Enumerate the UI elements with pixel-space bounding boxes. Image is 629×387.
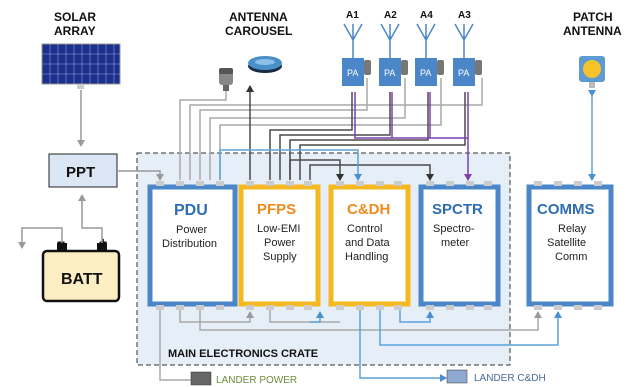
spctr-line-2: meter bbox=[441, 237, 469, 249]
battery-plus: + bbox=[99, 234, 107, 250]
battery-minus: − bbox=[57, 235, 65, 251]
battery-minus-sign: − bbox=[57, 234, 65, 250]
bottom-data-lines bbox=[310, 310, 562, 382]
pfps-title: PFPS bbox=[257, 201, 296, 218]
antenna-a3: A3 PA bbox=[453, 10, 482, 86]
cdh-line-3: Handling bbox=[345, 251, 388, 263]
antenna-a1-label: A1 bbox=[346, 10, 359, 21]
motor-icon bbox=[219, 68, 233, 91]
pa-label-a4: PA bbox=[420, 68, 431, 78]
battery-label: BATT bbox=[61, 271, 103, 288]
antenna-array: A1 PA A2 PA A4 PA A3 PA bbox=[342, 10, 482, 86]
pfps-line-3: Supply bbox=[263, 251, 297, 263]
antenna-a2: A2 PA bbox=[379, 10, 408, 86]
spctr-line-1: Spectro- bbox=[433, 223, 475, 235]
pfps-line-1: Low-EMI bbox=[257, 223, 300, 235]
comm-lines bbox=[219, 90, 596, 181]
comms-title: COMMS bbox=[537, 201, 595, 218]
spctr-title: SPCTR bbox=[432, 201, 483, 218]
lander-power-label: LANDER POWER bbox=[216, 375, 297, 386]
antenna-a2-label: A2 bbox=[384, 10, 397, 21]
pdu-box bbox=[147, 181, 238, 310]
ppt-to-pdu-line bbox=[117, 170, 164, 181]
pa-label-a2: PA bbox=[384, 68, 395, 78]
antenna-carousel-label-2: CAROUSEL bbox=[225, 24, 292, 38]
cdh-line-2: and Data bbox=[345, 237, 391, 249]
lander-cdh-box bbox=[446, 369, 468, 384]
comms-line-1: Relay bbox=[558, 223, 587, 235]
antenna-carousel-icon bbox=[248, 56, 282, 73]
pdu-line-1: Power bbox=[176, 224, 208, 236]
antenna-a4-label: A4 bbox=[420, 10, 433, 21]
pa-label-a3: PA bbox=[458, 68, 469, 78]
antenna-a3-label: A3 bbox=[458, 10, 471, 21]
pdu-line-2: Distribution bbox=[162, 238, 217, 250]
cdh-title: C&DH bbox=[347, 201, 390, 218]
pfps-box bbox=[238, 181, 321, 310]
solar-array-label-1: SOLAR bbox=[54, 10, 96, 24]
battery-icon: − bbox=[41, 235, 121, 303]
lander-power-box bbox=[190, 371, 212, 386]
cdh-line-1: Control bbox=[347, 223, 382, 235]
crate-label: MAIN ELECTRONICS CRATE bbox=[168, 348, 318, 360]
solar-array-label-2: ARRAY bbox=[54, 24, 96, 38]
antenna-a4: A4 PA bbox=[415, 10, 444, 86]
patch-antenna-label-2: ANTENNA bbox=[563, 24, 622, 38]
pa-label-a1: PA bbox=[347, 68, 358, 78]
comms-box bbox=[526, 181, 614, 310]
solar-panel-icon bbox=[41, 43, 121, 89]
control-lines bbox=[246, 85, 466, 181]
ppt-label: PPT bbox=[66, 164, 95, 181]
patch-antenna-icon bbox=[579, 56, 605, 88]
ppt-box bbox=[48, 153, 118, 188]
patch-antenna-label-1: PATCH bbox=[573, 10, 613, 24]
pdu-title: PDU bbox=[174, 202, 208, 219]
spctr-box bbox=[418, 181, 501, 310]
cdh-box bbox=[328, 181, 411, 310]
comms-line-2: Satellite bbox=[547, 237, 586, 249]
ground-line bbox=[18, 227, 63, 249]
lander-cdh-label: LANDER C&DH bbox=[474, 373, 546, 384]
batt-to-ppt-line bbox=[78, 194, 103, 243]
antenna-a1: A1 PA bbox=[342, 10, 371, 86]
pfps-line-2: Power bbox=[264, 237, 296, 249]
antenna-carousel-label-1: ANTENNA bbox=[229, 10, 288, 24]
bottom-power-lines bbox=[159, 310, 542, 381]
comms-line-3: Comm bbox=[555, 251, 587, 263]
rf-lines bbox=[354, 92, 472, 181]
